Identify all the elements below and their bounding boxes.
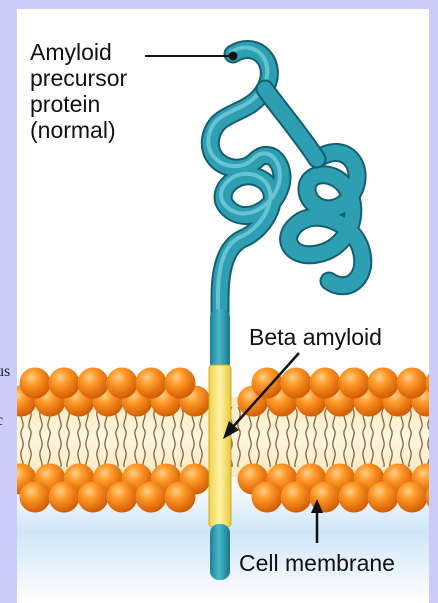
lipid-head [49, 482, 80, 513]
cropped-side-text-2: c [0, 412, 3, 430]
lipid-head [397, 482, 428, 513]
lipid-head [281, 482, 312, 513]
app-leader-dot [229, 52, 238, 61]
lipid-head [310, 368, 341, 399]
cropped-side-text-1: us [0, 363, 10, 381]
lipid-head [339, 482, 370, 513]
beta-amyloid-label: Beta amyloid [249, 324, 382, 350]
app-label-line-4: (normal) [30, 117, 200, 143]
lipid-head [107, 368, 138, 399]
lipid-head [252, 368, 283, 399]
diagram-panel: Amyloid precursor protein (normal) Beta … [17, 9, 429, 603]
lipid-head [368, 482, 399, 513]
amyloid-precursor-protein [208, 47, 362, 371]
beta-amyloid-segment [209, 365, 231, 527]
lipid-head [20, 368, 51, 399]
cell-membrane-label: Cell membrane [239, 550, 395, 576]
lipid-head [368, 368, 399, 399]
intracellular-stub [210, 524, 230, 580]
lipid-head [397, 368, 428, 399]
lipid-head [165, 368, 196, 399]
lipid-head [78, 482, 109, 513]
lipid-head [49, 368, 80, 399]
lipid-head [252, 482, 283, 513]
app-label: Amyloid precursor protein (normal) [30, 39, 200, 143]
lipid-head [165, 482, 196, 513]
lipid-head [281, 368, 312, 399]
app-label-line-3: protein [30, 91, 200, 117]
lipid-head [339, 368, 370, 399]
lipid-head [20, 482, 51, 513]
lipid-head [78, 368, 109, 399]
lipid-head [136, 482, 167, 513]
app-label-line-2: precursor [30, 65, 200, 91]
app-label-line-1: Amyloid [30, 39, 200, 65]
lipid-head [107, 482, 138, 513]
lipid-head [136, 368, 167, 399]
